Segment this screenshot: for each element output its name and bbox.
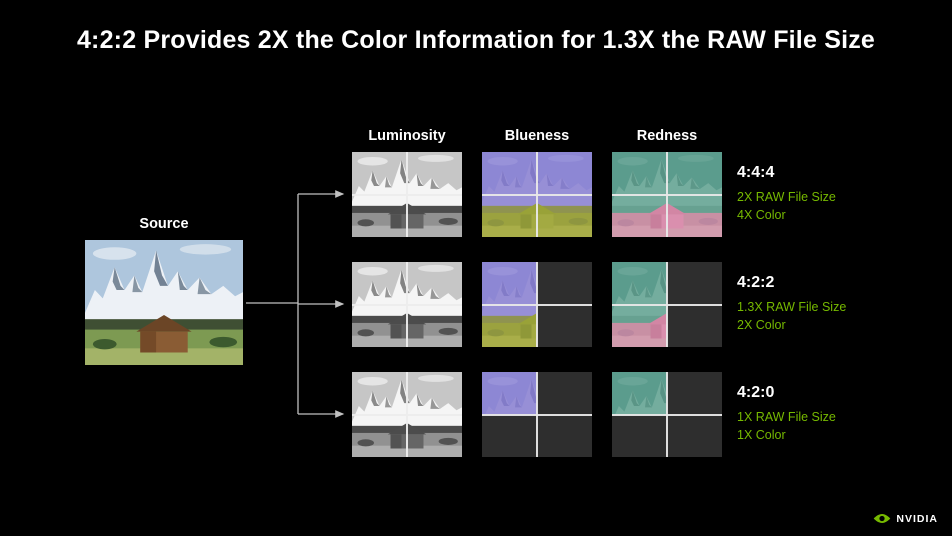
brand-text: NVIDIA (896, 512, 938, 525)
column-header-redness: Redness (636, 128, 698, 144)
label-group-444: 4:4:4 2X RAW File Size 4X Color (737, 164, 937, 224)
format-label: 4:4:4 (737, 164, 775, 181)
column-header-luminosity: Luminosity (368, 128, 446, 144)
label-group-420: 4:2:0 1X RAW File Size 1X Color (737, 384, 937, 444)
subsampled-mask (482, 414, 537, 457)
source-label: Source (139, 216, 189, 232)
quadrant-divider-horizontal (482, 303, 592, 306)
format-label: 4:2:0 (737, 384, 775, 401)
format-label: 4:2:2 (737, 274, 775, 291)
quadrant-divider-horizontal (612, 303, 722, 306)
quadrant-divider-horizontal (352, 193, 462, 196)
luminosity-422-image (352, 262, 462, 347)
file-size-label: 1X RAW File Size (737, 410, 836, 424)
page-title: 4:2:2 Provides 2X the Color Information … (76, 26, 876, 54)
quadrant-divider-horizontal (482, 413, 592, 416)
color-amount-label: 1X Color (737, 427, 786, 442)
color-amount-label: 2X Color (737, 317, 786, 332)
file-size-label: 1.3X RAW File Size (737, 300, 847, 314)
redness-444-image (612, 152, 722, 237)
color-amount-label: 4X Color (737, 207, 786, 222)
column-header-blueness: Blueness (504, 128, 570, 144)
blueness-420-image (482, 372, 592, 457)
luminosity-420-image (352, 372, 462, 457)
quadrant-divider-horizontal (482, 193, 592, 196)
quadrant-divider-horizontal (352, 413, 462, 416)
quadrant-divider-horizontal (612, 413, 722, 416)
blueness-444-image (482, 152, 592, 237)
nvidia-eye-icon (874, 514, 891, 523)
label-group-422: 4:2:2 1.3X RAW File Size 2X Color (737, 274, 937, 334)
source-image (85, 240, 243, 365)
quadrant-divider-horizontal (612, 193, 722, 196)
subsampled-mask (612, 414, 667, 457)
nvidia-logo: NVIDIA (873, 512, 938, 525)
luminosity-444-image (352, 152, 462, 237)
file-size-label: 2X RAW File Size (737, 190, 836, 204)
blueness-422-image (482, 262, 592, 347)
redness-422-image (612, 262, 722, 347)
redness-420-image (612, 372, 722, 457)
quadrant-divider-horizontal (352, 303, 462, 306)
